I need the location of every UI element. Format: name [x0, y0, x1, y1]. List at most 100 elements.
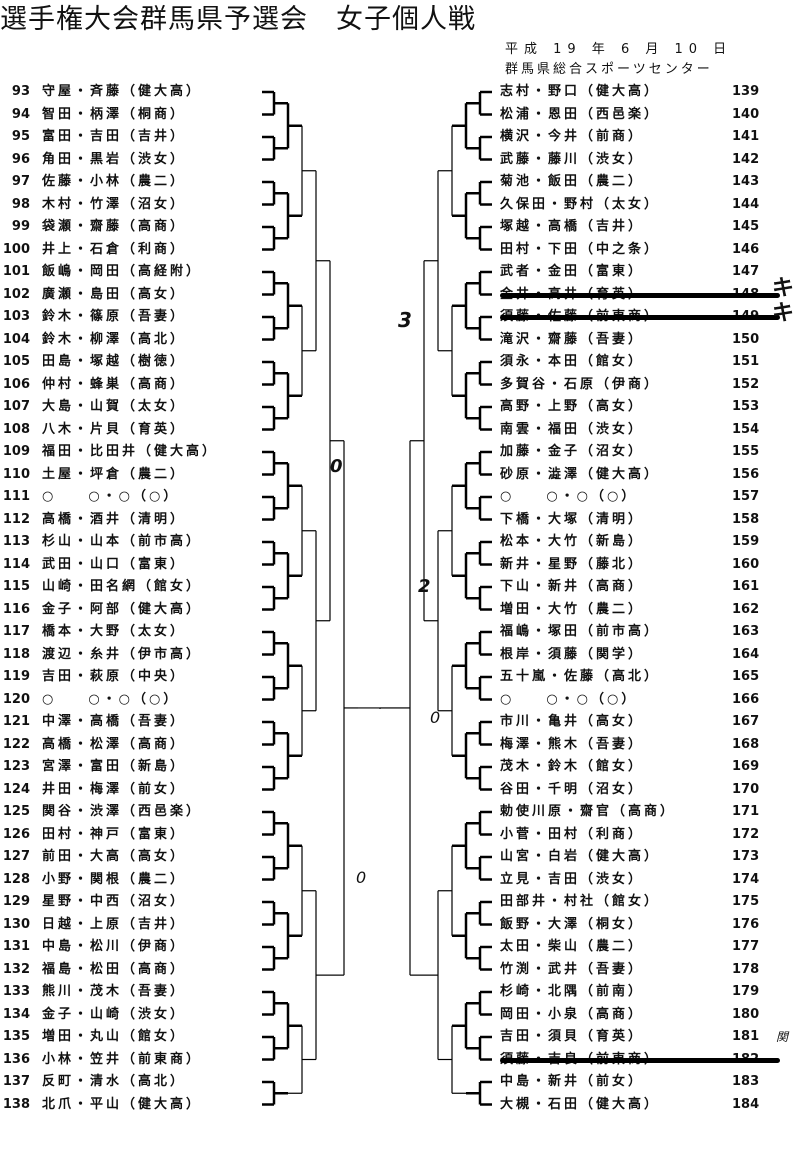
- paren: （: [580, 174, 597, 189]
- paren: ）: [628, 354, 645, 369]
- paren: （: [580, 1074, 597, 1089]
- school-name: 吉井: [138, 129, 171, 144]
- paren: （: [122, 961, 139, 977]
- school-name: 館女: [596, 759, 629, 774]
- paren: （: [580, 601, 597, 617]
- school-name: 農二: [596, 174, 629, 189]
- school-name: 健大高: [596, 466, 645, 482]
- paren: （: [122, 826, 139, 842]
- paren: ）: [170, 984, 187, 999]
- paren: （: [596, 196, 613, 212]
- entry-row: 菊池・飯田（農二）143: [500, 172, 770, 192]
- entry-number: 169: [732, 759, 760, 774]
- player-names: 下山・新井: [500, 579, 581, 594]
- paren: ）: [644, 84, 661, 99]
- paren: （: [591, 691, 608, 707]
- paren: ）: [186, 804, 203, 819]
- school-name: 利商: [138, 241, 171, 257]
- paren: （: [122, 804, 139, 819]
- school-name: 前市高: [596, 624, 645, 639]
- school-name: 渋女: [596, 421, 629, 437]
- school-name: 沼女: [138, 894, 171, 909]
- school-name: 桐女: [596, 916, 629, 932]
- score-final-top: 3: [398, 308, 412, 332]
- entry-number: 165: [732, 669, 760, 684]
- paren: （: [122, 759, 139, 774]
- entry-row: 五十嵐・佐藤（高北）165: [500, 667, 770, 687]
- paren: ）: [644, 196, 661, 212]
- entry-row: 福嶋・塚田（前市高）163: [500, 622, 770, 642]
- paren: （: [122, 129, 139, 144]
- entry-row: 滝沢・齋藤（吾妻）150: [500, 330, 770, 350]
- paren: （: [122, 466, 139, 482]
- player-names: 中島・松川: [42, 939, 123, 954]
- paren: （: [580, 1006, 597, 1022]
- entry-number: 179: [732, 984, 760, 999]
- paren: （: [580, 826, 597, 842]
- paren: ）: [628, 331, 645, 347]
- paren: （: [580, 466, 597, 482]
- entry-row: 下山・新井（高商）161: [500, 577, 770, 597]
- entry-number: 134: [2, 1006, 30, 1022]
- player-names: 鈴木・篠原: [42, 309, 123, 324]
- player-names: 梅澤・熊木: [500, 736, 581, 752]
- paren: ）: [170, 916, 187, 932]
- player-names: 飯野・大澤: [500, 916, 581, 932]
- entry-number: 163: [732, 624, 760, 639]
- paren: （: [122, 264, 139, 279]
- entry-row: 中島・新井（前女）183: [500, 1072, 770, 1092]
- entry-number: 177: [732, 939, 760, 954]
- school-name: 前商: [596, 129, 629, 144]
- school-name: 高商: [138, 219, 171, 234]
- paren: （: [580, 984, 597, 999]
- entry-number: 182: [732, 1051, 760, 1067]
- paren: （: [580, 871, 597, 887]
- paren: （: [580, 624, 597, 639]
- player-names: 勅使川原・齋官: [500, 804, 613, 819]
- school-name: ○: [149, 489, 164, 504]
- school-name: 健大高: [596, 849, 645, 864]
- entry-row: 市川・亀井（高女）167: [500, 712, 770, 732]
- entry-number: 104: [2, 331, 30, 347]
- school-name: 吾妻: [596, 961, 629, 977]
- school-name: 健大高: [138, 1096, 187, 1112]
- paren: （: [580, 129, 597, 144]
- player-names: 福島・松田: [42, 961, 123, 977]
- paren: （: [122, 984, 139, 999]
- paren: （: [122, 1006, 139, 1022]
- entry-number: 166: [732, 691, 760, 707]
- paren: （: [580, 399, 597, 414]
- entry-row: 須永・本田（館女）151: [500, 352, 770, 372]
- paren: ）: [628, 826, 645, 842]
- paren: ）: [170, 826, 187, 842]
- entry-row: 横沢・今井（前商）141: [500, 127, 770, 147]
- school-name: 高女: [596, 714, 629, 729]
- entry-number: 170: [732, 781, 760, 797]
- player-names: 関谷・渋澤: [42, 804, 123, 819]
- entry-row: 武者・金田（富東）147: [500, 262, 770, 282]
- school-name: 前東商: [596, 309, 645, 324]
- paren: （: [580, 84, 597, 99]
- player-names: 渡辺・糸井: [42, 646, 123, 662]
- event-venue: 群馬県総合スポーツセンター: [505, 62, 713, 77]
- player-names: 下橋・大塚: [500, 511, 581, 527]
- paren: （: [580, 556, 597, 572]
- player-names: 須永・本田: [500, 354, 581, 369]
- school-name: 農二: [138, 174, 171, 189]
- entry-number: 159: [732, 534, 760, 549]
- school-name: 高女: [138, 286, 171, 302]
- player-names: 武田・山口: [42, 556, 123, 572]
- paren: ）: [170, 174, 187, 189]
- entry-number: 157: [732, 489, 760, 504]
- paren: ）: [628, 714, 645, 729]
- player-names: 武藤・藤川: [500, 151, 581, 167]
- paren: ）: [628, 286, 645, 302]
- school-name: 中之条: [596, 241, 645, 257]
